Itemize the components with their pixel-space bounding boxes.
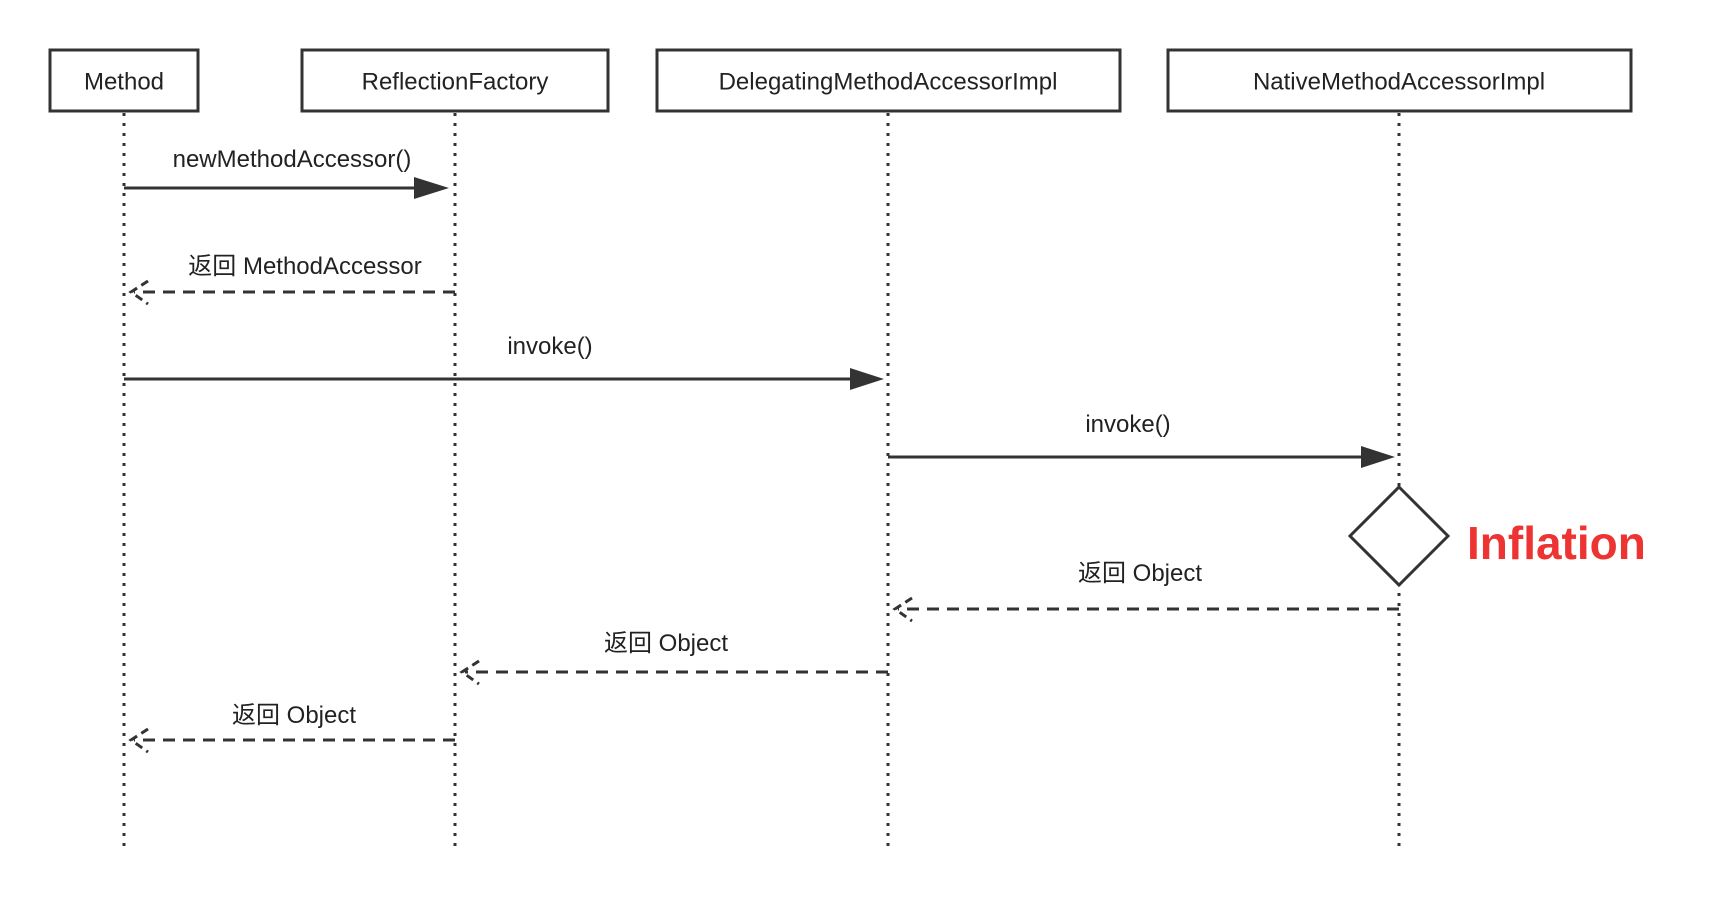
participant-reflection-factory: ReflectionFactory [300, 48, 610, 113]
inflation-marker: Inflation [1347, 484, 1646, 588]
arrowhead-icon [414, 177, 449, 199]
message-label: 返回 Object [232, 702, 356, 729]
participant-label-native-accessor: NativeMethodAccessorImpl [1253, 68, 1545, 95]
open-arrowhead-icon [459, 659, 480, 686]
participant-delegating-accessor: DelegatingMethodAccessorImpl [655, 48, 1122, 113]
message-label: invoke() [1085, 411, 1170, 438]
participant-label-reflection-factory: ReflectionFactory [362, 68, 549, 95]
participant-box-method [48, 48, 200, 113]
arrowhead-icon [850, 368, 884, 390]
message-return-object-factory: 返回 Object [459, 630, 888, 686]
open-arrowhead-icon [892, 596, 913, 623]
message-label: 返回 Object [1078, 560, 1202, 587]
open-arrowhead-icon [128, 279, 149, 306]
message-label: invoke() [507, 333, 592, 360]
message-label: 返回 MethodAccessor [188, 253, 421, 280]
message-return-method-accessor: 返回 MethodAccessor [128, 253, 455, 306]
message-label: 返回 Object [604, 630, 728, 657]
message-new-method-accessor: newMethodAccessor() [124, 146, 449, 199]
message-invoke-native: invoke() [888, 411, 1395, 468]
inflation-annotation: Inflation [1467, 517, 1646, 569]
message-invoke-delegating: invoke() [124, 333, 884, 390]
participant-label-method: Method [84, 68, 164, 95]
arrowhead-icon [1361, 446, 1395, 468]
participant-method: Method [48, 48, 200, 113]
participant-box-native-accessor [1166, 48, 1633, 113]
participant-box-delegating-accessor [655, 48, 1122, 113]
message-return-object-delegating: 返回 Object [892, 560, 1399, 623]
message-return-object-method: 返回 Object [128, 702, 455, 754]
participant-box-reflection-factory [300, 48, 610, 113]
diamond-icon [1347, 484, 1451, 588]
participant-label-delegating-accessor: DelegatingMethodAccessorImpl [719, 68, 1058, 95]
participant-native-accessor: NativeMethodAccessorImpl [1166, 48, 1633, 113]
open-arrowhead-icon [128, 727, 149, 754]
message-label: newMethodAccessor() [173, 146, 412, 173]
